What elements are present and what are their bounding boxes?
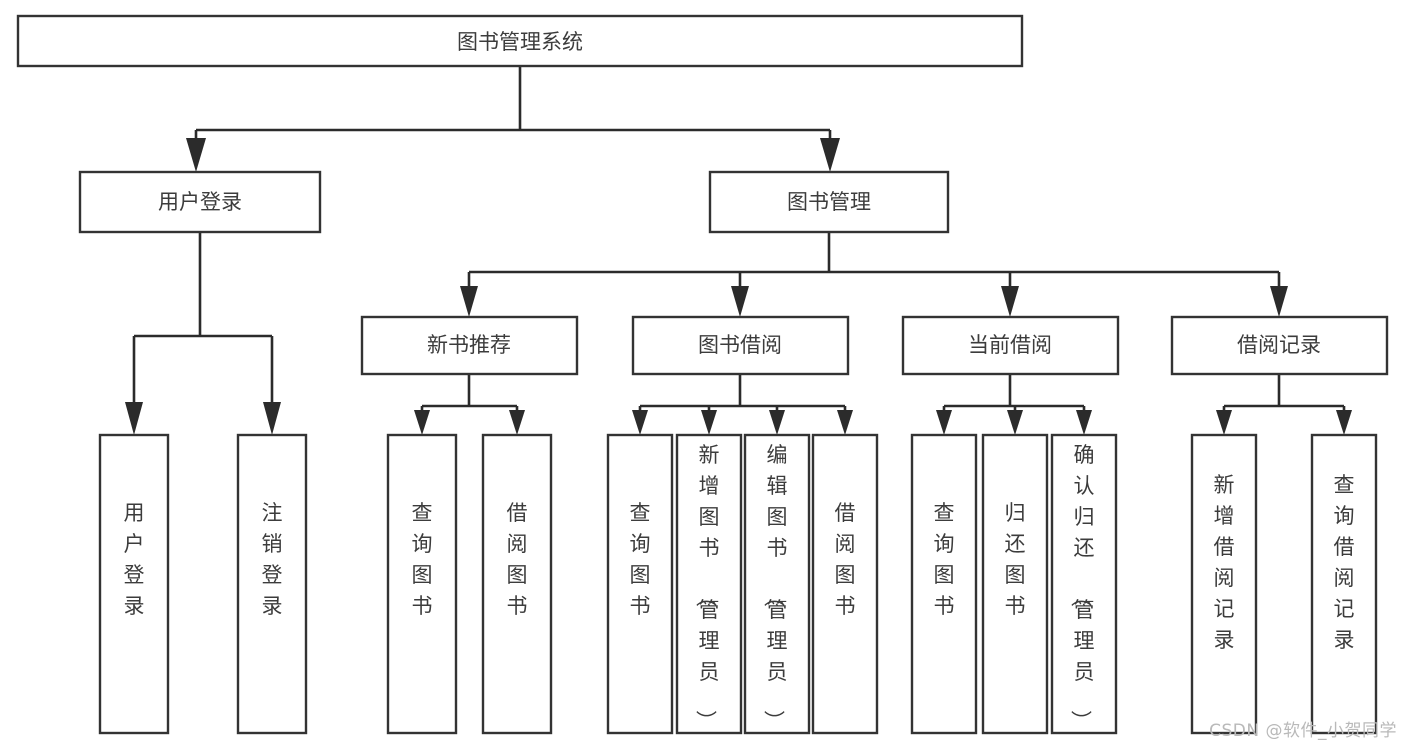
arrow-to-leaf-user-login <box>125 402 143 435</box>
node-leaf-query-book-current-box[interactable] <box>910 433 978 735</box>
node-current-borrow[interactable]: 当前借阅 <box>901 315 1120 376</box>
node-leaf-borrow-book-box[interactable] <box>811 433 879 735</box>
node-leaf-query-book-recommend[interactable]: 查询图书 <box>386 433 458 735</box>
node-leaf-user-login-label: 用户登录 <box>124 501 145 618</box>
arrow-to-leaf-borrow-book-recommend <box>509 410 525 435</box>
node-leaf-user-login-box[interactable] <box>98 433 170 735</box>
node-leaf-add-book-box[interactable] <box>675 433 743 735</box>
node-leaf-return-book[interactable]: 归还图书 <box>981 433 1049 735</box>
node-leaf-query-book-borrow[interactable]: 查询图书 <box>606 433 674 735</box>
arrow-to-leaf-edit-book <box>769 410 785 435</box>
node-current-borrow-box[interactable] <box>901 315 1120 376</box>
node-leaf-add-book-label: 新增图书（管理员） <box>694 443 720 731</box>
node-leaf-user-login[interactable]: 用户登录 <box>98 433 170 735</box>
node-leaf-edit-book-label: 编辑图书（管理员） <box>762 443 788 731</box>
node-book-manage-box[interactable] <box>708 170 950 234</box>
arrow-to-leaf-query-book-current <box>936 410 952 435</box>
node-leaf-confirm-return[interactable]: 确认归还（管理员） <box>1050 433 1118 735</box>
arrow-to-user-login <box>186 138 206 172</box>
arrow-to-leaf-confirm-return <box>1076 410 1092 435</box>
node-leaf-borrow-book-recommend-label: 借阅图书 <box>507 501 528 618</box>
node-leaf-add-borrow-record[interactable]: 新增借阅记录 <box>1190 433 1258 735</box>
node-borrow-record-label: 借阅记录 <box>1237 333 1321 357</box>
node-book-manage[interactable]: 图书管理 <box>708 170 950 234</box>
node-leaf-logout-box[interactable] <box>236 433 308 735</box>
node-leaf-query-book-current-label: 查询图书 <box>934 501 955 618</box>
node-book-borrow-label: 图书借阅 <box>698 333 782 357</box>
node-leaf-borrow-book[interactable]: 借阅图书 <box>811 433 879 735</box>
node-leaf-borrow-book-recommend[interactable]: 借阅图书 <box>481 433 553 735</box>
node-new-book-recommend[interactable]: 新书推荐 <box>360 315 579 376</box>
arrow-to-current-borrow <box>1001 286 1019 317</box>
node-leaf-borrow-book-label: 借阅图书 <box>835 501 856 618</box>
node-leaf-return-book-label: 归还图书 <box>1005 501 1026 618</box>
node-root[interactable]: 图书管理系统 <box>16 14 1024 68</box>
node-user-login-label: 用户登录 <box>158 190 242 214</box>
node-leaf-logout[interactable]: 注销登录 <box>236 433 308 735</box>
node-leaf-logout-label: 注销登录 <box>262 501 283 618</box>
node-user-login[interactable]: 用户登录 <box>78 170 322 234</box>
connector-layer <box>125 66 1352 435</box>
node-leaf-query-book-recommend-box[interactable] <box>386 433 458 735</box>
arrow-to-leaf-add-book <box>701 410 717 435</box>
arrow-to-borrow-record <box>1270 286 1288 317</box>
node-user-login-box[interactable] <box>78 170 322 234</box>
node-leaf-confirm-return-box[interactable] <box>1050 433 1118 735</box>
arrow-to-leaf-logout <box>263 402 281 435</box>
node-root-box[interactable] <box>16 14 1024 68</box>
node-book-manage-label: 图书管理 <box>787 190 871 214</box>
node-new-book-recommend-box[interactable] <box>360 315 579 376</box>
node-leaf-query-borrow-record-label: 查询借阅记录 <box>1334 473 1355 652</box>
node-book-borrow[interactable]: 图书借阅 <box>631 315 850 376</box>
csdn-watermark: CSDN @软件_小贺同学 <box>1209 721 1397 741</box>
arrow-to-new-book-recommend <box>460 286 478 317</box>
arrow-to-leaf-query-book-recommend <box>414 410 430 435</box>
node-leaf-edit-book[interactable]: 编辑图书（管理员） <box>743 433 811 735</box>
node-leaf-borrow-book-recommend-box[interactable] <box>481 433 553 735</box>
node-leaf-add-borrow-record-box[interactable] <box>1190 433 1258 735</box>
arrow-to-leaf-query-borrow-record <box>1336 410 1352 435</box>
node-leaf-query-book-borrow-label: 查询图书 <box>630 501 651 618</box>
node-leaf-query-book-recommend-label: 查询图书 <box>412 501 433 618</box>
arrow-to-leaf-query-book-borrow <box>632 410 648 435</box>
node-leaf-add-borrow-record-label: 新增借阅记录 <box>1214 473 1235 652</box>
node-borrow-record[interactable]: 借阅记录 <box>1170 315 1389 376</box>
node-leaf-return-book-box[interactable] <box>981 433 1049 735</box>
arrow-to-book-manage <box>820 138 840 172</box>
node-leaf-query-borrow-record[interactable]: 查询借阅记录 <box>1310 433 1378 735</box>
arrow-to-leaf-borrow-book <box>837 410 853 435</box>
node-root-label: 图书管理系统 <box>457 30 583 54</box>
node-leaf-query-borrow-record-box[interactable] <box>1310 433 1378 735</box>
node-leaf-edit-book-box[interactable] <box>743 433 811 735</box>
arrow-to-leaf-return-book <box>1007 410 1023 435</box>
node-current-borrow-label: 当前借阅 <box>968 333 1052 357</box>
node-new-book-recommend-label: 新书推荐 <box>427 333 511 357</box>
arrow-to-book-borrow <box>731 286 749 317</box>
arrow-to-leaf-add-borrow-record <box>1216 410 1232 435</box>
node-leaf-query-book-current[interactable]: 查询图书 <box>910 433 978 735</box>
node-leaf-add-book[interactable]: 新增图书（管理员） <box>675 433 743 735</box>
node-borrow-record-box[interactable] <box>1170 315 1389 376</box>
node-book-borrow-box[interactable] <box>631 315 850 376</box>
node-leaf-query-book-borrow-box[interactable] <box>606 433 674 735</box>
node-leaf-confirm-return-label: 确认归还（管理员） <box>1069 443 1095 731</box>
